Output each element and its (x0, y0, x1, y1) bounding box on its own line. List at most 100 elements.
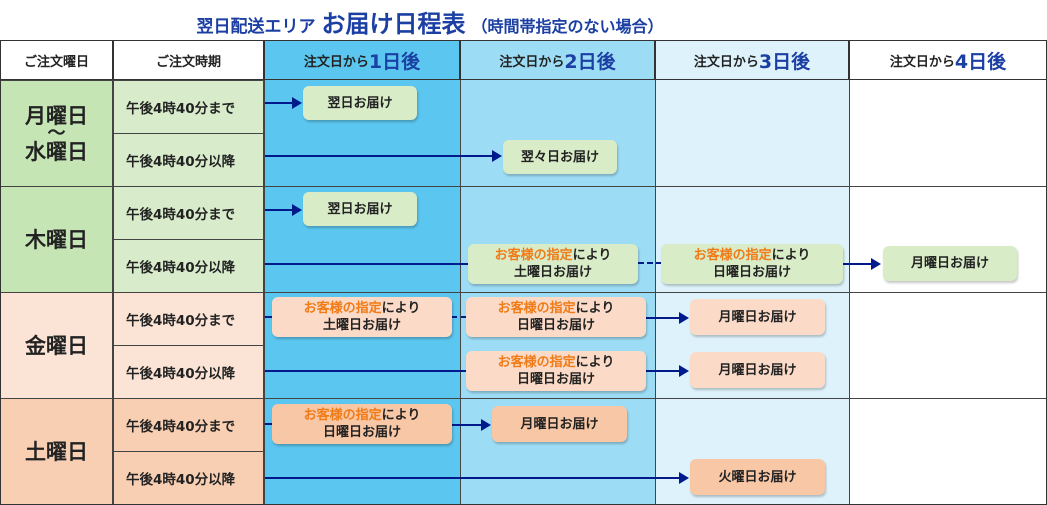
customer-spec-text: お客様の指定 (303, 301, 382, 316)
arrowhead-icon (679, 312, 689, 324)
day-fri: 金曜日 (0, 292, 113, 399)
group-divider-3 (0, 398, 1047, 399)
day-fri-label: 金曜日 (25, 333, 88, 358)
next-day-delivery-box: 翌日お届け (303, 192, 417, 226)
box-label: 月曜日お届け (520, 416, 599, 432)
header-day2-prefix: 注文日から (499, 54, 565, 70)
arrow-line (265, 155, 492, 157)
box-label-line1: お客様の指定により (498, 300, 615, 317)
time-label: 午後4時40分まで (126, 313, 236, 329)
next-day-delivery-box: 翌日お届け (303, 86, 417, 120)
time-sat-before: 午後4時40分まで (113, 398, 264, 452)
header-day-col: ご注文曜日 (0, 40, 113, 80)
customer-spec-text: お客様の指定 (497, 355, 576, 370)
box-label-line1: お客様の指定により (304, 300, 421, 317)
arrowhead-icon (871, 258, 881, 270)
header-day2-num: 2日後 (564, 50, 616, 73)
arrowhead-icon (679, 472, 689, 484)
box-label-line1: お客様の指定により (304, 407, 421, 424)
day-after-delivery-box: 翌々日お届け (503, 140, 617, 174)
day-mon-wed: 月曜日 ～ 水曜日 (0, 80, 113, 187)
header-time-label: ご注文時期 (155, 54, 221, 70)
arrow-dash (451, 316, 467, 318)
title-suffix: （時間帯指定のない場合） (471, 17, 664, 36)
day-mon: 月曜日 (25, 103, 88, 128)
time-label: 午後4時40分以降 (126, 260, 236, 276)
customer-spec-text: お客様の指定 (693, 248, 772, 263)
day-thu: 木曜日 (0, 186, 113, 293)
box-label: 翌々日お届け (520, 149, 599, 165)
header-day-label: ご注文曜日 (23, 54, 89, 70)
time-label: 午後4時40分まで (126, 419, 236, 435)
header-day1-prefix: 注文日から (303, 54, 369, 70)
customer-spec-text: お客様の指定 (303, 408, 382, 423)
box-label: 月曜日お届け (718, 309, 797, 325)
box-label-line2: 土曜日お届け (322, 318, 401, 333)
time-fri-after: 午後4時40分以降 (113, 345, 264, 399)
arrow-dash (265, 316, 273, 318)
niyori-text: により (575, 301, 615, 316)
box-label-line2: 日曜日お届け (712, 265, 791, 280)
header-day4-prefix: 注文日から (889, 54, 955, 70)
arrow-dash (265, 423, 273, 425)
time-label: 午後4時40分まで (126, 207, 236, 223)
arrowhead-icon (679, 365, 689, 377)
day-thu-label: 木曜日 (25, 227, 88, 252)
arrow-line (265, 370, 469, 372)
box-label: 月曜日お届け (910, 256, 989, 271)
mon-delivery-box: 月曜日お届け (690, 352, 825, 388)
niyori-text: により (381, 301, 421, 316)
box-label: 月曜日お届け (718, 362, 797, 378)
header-time-col: ご注文時期 (113, 40, 264, 80)
time-monwed-before: 午後4時40分まで (113, 80, 264, 134)
tue-delivery-box: 火曜日お届け (690, 459, 825, 495)
mon-delivery-box: 月曜日お届け (883, 246, 1017, 281)
box-label-line2: 土曜日お届け (513, 265, 592, 280)
arrow-line (645, 370, 680, 372)
time-label: 午後4時40分以降 (126, 366, 236, 382)
sat-delivery-box: お客様の指定により 土曜日お届け (468, 244, 638, 284)
day-tilde: ～ (47, 122, 66, 144)
day-sat-label: 土曜日 (25, 439, 88, 464)
header-day1-num: 1日後 (368, 50, 421, 73)
niyori-text: により (572, 248, 612, 263)
arrow-line (265, 477, 680, 479)
box-label-line1: お客様の指定により (694, 247, 811, 264)
title-main: お届け日程表 (321, 10, 466, 38)
arrowhead-icon (481, 419, 491, 431)
arrow-line (265, 102, 293, 104)
header-day3-num: 3日後 (758, 50, 811, 73)
arrowhead-icon (292, 204, 302, 216)
arrow-line (265, 263, 469, 265)
group-divider-2 (0, 292, 1047, 293)
box-label: 翌日お届け (327, 201, 393, 217)
box-label: 火曜日お届け (718, 469, 797, 485)
arrow-line (645, 317, 680, 319)
arrowhead-icon (292, 97, 302, 109)
sat-delivery-box: お客様の指定により 土曜日お届け (272, 297, 452, 337)
page-title: 翌日配送エリアお届け日程表 （時間帯指定のない場合） (0, 4, 860, 39)
header-day4-num: 4日後 (954, 50, 1007, 73)
box-label-line2: 日曜日お届け (322, 425, 401, 440)
mon-delivery-box: 月曜日お届け (492, 406, 627, 442)
time-label: 午後4時40分以降 (126, 472, 236, 488)
day-sat: 土曜日 (0, 398, 113, 505)
time-monwed-after: 午後4時40分以降 (113, 133, 264, 187)
time-fri-before: 午後4時40分まで (113, 292, 264, 346)
box-label: 翌日お届け (327, 95, 393, 111)
time-thu-after: 午後4時40分以降 (113, 239, 264, 293)
niyori-text: により (771, 248, 811, 263)
title-prefix: 翌日配送エリア (196, 17, 316, 37)
sun-delivery-box: お客様の指定により 日曜日お届け (466, 351, 646, 391)
arrow-line (842, 263, 872, 265)
time-thu-before: 午後4時40分まで (113, 186, 264, 240)
box-label-line1: お客様の指定により (495, 247, 612, 264)
arrow-line (452, 424, 482, 426)
group-divider-1 (0, 186, 1047, 187)
sun-delivery-box: お客様の指定により 日曜日お届け (661, 244, 843, 284)
